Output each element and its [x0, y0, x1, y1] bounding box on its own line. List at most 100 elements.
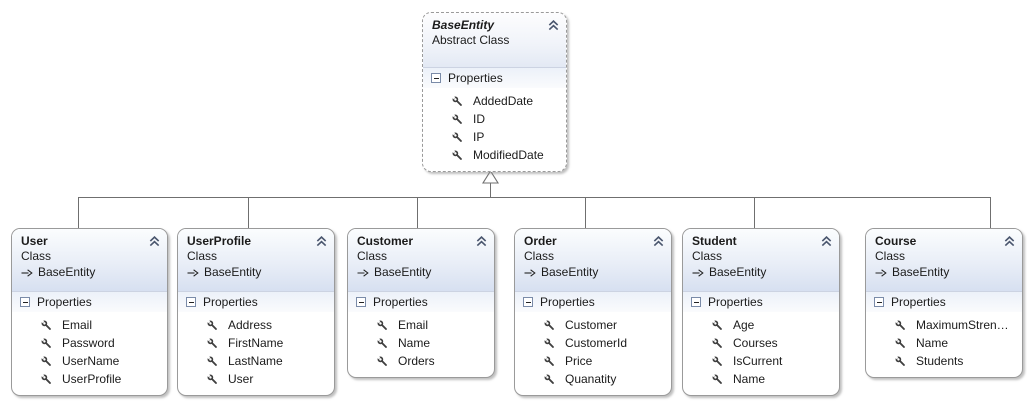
class-node-student[interactable]: Student Class BaseEntity Properties Age …	[682, 228, 840, 396]
property-row[interactable]: Email	[12, 316, 163, 334]
wrench-property-icon	[711, 337, 724, 350]
inheritance-connector-riser[interactable]	[490, 183, 491, 198]
connector-stub-student[interactable]	[754, 198, 755, 228]
connector-stub-order[interactable]	[585, 198, 586, 228]
collapse-chevron-icon[interactable]	[149, 236, 160, 247]
property-row[interactable]: Name	[348, 334, 490, 352]
connector-stub-course[interactable]	[990, 198, 991, 228]
class-node-userprofile[interactable]: UserProfile Class BaseEntity Properties …	[177, 228, 335, 396]
wrench-property-icon	[894, 319, 907, 332]
property-name: Courses	[733, 336, 778, 350]
property-row[interactable]: Quanatity	[515, 370, 667, 388]
property-row[interactable]: IsCurrent	[683, 352, 835, 370]
wrench-property-icon	[711, 319, 724, 332]
class-header: Order Class BaseEntity	[515, 229, 671, 291]
property-row[interactable]: User	[178, 370, 330, 388]
wrench-property-icon	[543, 319, 556, 332]
property-row[interactable]: CustomerId	[515, 334, 667, 352]
collapse-chevron-icon[interactable]	[821, 236, 832, 247]
connector-stub-user[interactable]	[78, 198, 79, 228]
class-title: User	[21, 234, 48, 248]
property-row[interactable]: UserProfile	[12, 370, 163, 388]
wrench-property-icon	[40, 337, 53, 350]
wrench-property-icon	[894, 355, 907, 368]
collapse-properties-icon[interactable]	[691, 297, 701, 307]
property-row[interactable]: Price	[515, 352, 667, 370]
property-name: Email	[398, 318, 429, 332]
wrench-property-icon	[543, 373, 556, 386]
property-row[interactable]: ModifiedDate	[423, 146, 562, 164]
collapse-properties-icon[interactable]	[874, 297, 884, 307]
properties-section-header: Properties	[683, 291, 839, 312]
class-node-order[interactable]: Order Class BaseEntity Properties Custom…	[514, 228, 672, 396]
property-name: CustomerId	[565, 336, 628, 350]
property-row[interactable]: FirstName	[178, 334, 330, 352]
inherits-arrow-icon	[187, 268, 199, 278]
property-name: Name	[916, 336, 949, 350]
class-title: BaseEntity	[432, 18, 495, 32]
property-row[interactable]: AddedDate	[423, 92, 562, 110]
wrench-property-icon	[376, 355, 389, 368]
collapse-chevron-icon[interactable]	[316, 236, 327, 247]
property-row[interactable]: Email	[348, 316, 490, 334]
collapse-chevron-icon[interactable]	[653, 236, 664, 247]
class-kind: Class	[524, 249, 555, 263]
wrench-property-icon	[711, 373, 724, 386]
class-kind: Class	[187, 249, 218, 263]
property-row[interactable]: Customer	[515, 316, 667, 334]
wrench-property-icon	[894, 337, 907, 350]
wrench-property-icon	[206, 355, 219, 368]
property-name: MaximumStren…	[916, 318, 1009, 332]
property-row[interactable]: UserName	[12, 352, 163, 370]
class-kind: Class	[21, 249, 52, 263]
property-name: AddedDate	[473, 94, 534, 108]
class-node-baseentity[interactable]: BaseEntity Abstract Class Properties Add…	[422, 12, 567, 172]
collapse-properties-icon[interactable]	[431, 73, 441, 83]
properties-section-header: Properties	[866, 291, 1022, 312]
property-row[interactable]: Address	[178, 316, 330, 334]
class-header: User Class BaseEntity	[12, 229, 167, 291]
base-class-ref: BaseEntity	[38, 265, 96, 279]
property-row[interactable]: Name	[683, 370, 835, 388]
properties-label: Properties	[373, 295, 428, 309]
property-name: IP	[473, 130, 485, 144]
collapse-properties-icon[interactable]	[523, 297, 533, 307]
inherits-arrow-icon	[692, 268, 704, 278]
property-row[interactable]: MaximumStren…	[866, 316, 1018, 334]
property-row[interactable]: LastName	[178, 352, 330, 370]
property-row[interactable]: Name	[866, 334, 1018, 352]
properties-list: Address FirstName LastName User	[178, 312, 334, 395]
collapse-properties-icon[interactable]	[186, 297, 196, 307]
inherits-arrow-icon	[875, 268, 887, 278]
class-node-customer[interactable]: Customer Class BaseEntity Properties Ema…	[347, 228, 495, 378]
connector-stub-userprofile[interactable]	[248, 198, 249, 228]
collapse-chevron-icon[interactable]	[548, 20, 559, 31]
collapse-chevron-icon[interactable]	[476, 236, 487, 247]
wrench-property-icon	[376, 319, 389, 332]
property-row[interactable]: IP	[423, 128, 562, 146]
property-name: Age	[733, 318, 755, 332]
collapse-properties-icon[interactable]	[20, 297, 30, 307]
collapse-chevron-icon[interactable]	[1004, 236, 1015, 247]
property-row[interactable]: Courses	[683, 334, 835, 352]
wrench-property-icon	[711, 355, 724, 368]
properties-list: MaximumStren… Name Students	[866, 312, 1022, 377]
wrench-property-icon	[376, 337, 389, 350]
property-row[interactable]: Orders	[348, 352, 490, 370]
inherits-arrow-icon	[524, 268, 536, 278]
property-name: UserName	[62, 354, 120, 368]
wrench-property-icon	[206, 319, 219, 332]
property-name: Customer	[565, 318, 618, 332]
inheritance-connector-bus[interactable]	[78, 197, 991, 198]
property-row[interactable]: Age	[683, 316, 835, 334]
property-row[interactable]: Students	[866, 352, 1018, 370]
class-node-user[interactable]: User Class BaseEntity Properties Email P…	[11, 228, 168, 396]
class-title: Student	[692, 234, 737, 248]
inheritance-triangle-icon[interactable]	[482, 170, 499, 184]
connector-stub-customer[interactable]	[417, 198, 418, 228]
property-row[interactable]: ID	[423, 110, 562, 128]
property-row[interactable]: Password	[12, 334, 163, 352]
class-node-course[interactable]: Course Class BaseEntity Properties Maxim…	[865, 228, 1023, 378]
collapse-properties-icon[interactable]	[356, 297, 366, 307]
